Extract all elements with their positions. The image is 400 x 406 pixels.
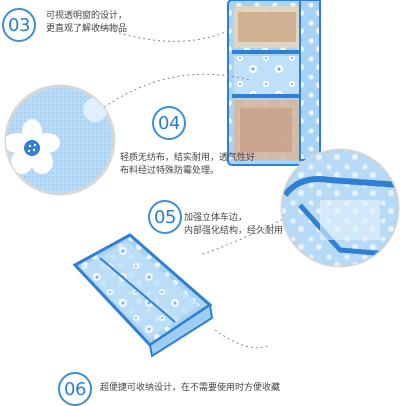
step-05-line-2: 内部强化结构，经久耐用 (184, 226, 284, 236)
step-05-badge: 05 (148, 200, 182, 234)
step-03-badge: 03 (2, 8, 36, 42)
step-06-badge: 06 (58, 372, 92, 406)
step-06-line-1: 超便捷可收纳设计，在不需要使用时方便收藏 (100, 383, 281, 393)
hanging-organizer-image (227, 0, 321, 166)
step-05-line-1: 加强立体车边， (184, 213, 248, 223)
step-04-line-2: 布料经过特殊防霉处理。 (120, 166, 220, 176)
folded-organizer-image (72, 233, 214, 358)
fabric-closeup-image (4, 84, 116, 196)
step-04-description: 轻质无纺布，结实耐用，透气性好 布料经过特殊防霉处理。 (120, 152, 255, 178)
step-04-line-1: 轻质无纺布，结实耐用，透气性好 (120, 153, 256, 163)
step-06-description: 超便捷可收纳设计，在不需要使用时方便收藏 (100, 382, 280, 395)
step-05-description: 加强立体车边， 内部强化结构，经久耐用 (184, 212, 283, 238)
step-04-badge: 04 (152, 106, 186, 140)
edge-closeup-image (280, 148, 400, 268)
step-03-line-2: 更直观了解收纳物品 (46, 24, 128, 34)
step-03-description: 可视透明窗的设计， 更直观了解收纳物品 (46, 10, 127, 36)
step-03-line-1: 可视透明窗的设计， (46, 11, 128, 21)
